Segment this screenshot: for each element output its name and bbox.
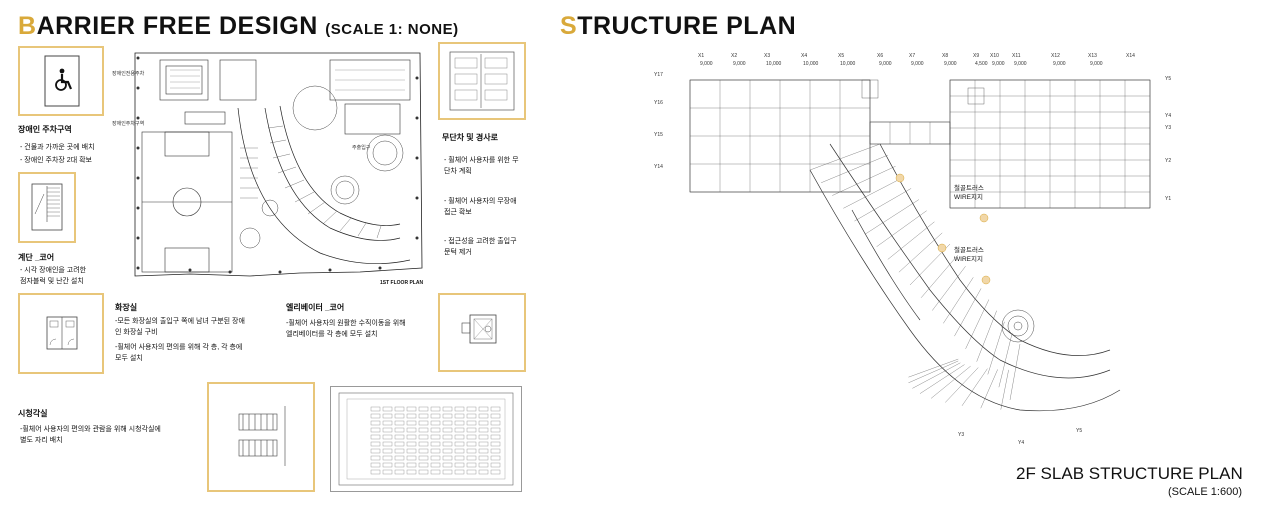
- stair-heading: 계단 _코어: [18, 253, 55, 262]
- arc-label-y4: Y4: [1018, 440, 1025, 446]
- parking-line-2: - 장애인 주차장 2대 확보: [20, 157, 92, 164]
- ramp-line-5: - 접근성을 고려한 출입구: [444, 238, 517, 245]
- plan-tag-entrance: 주출입구: [352, 145, 371, 151]
- elevator-box: [438, 293, 526, 372]
- ramp-diagram: [449, 51, 515, 111]
- col-label-x12: X12: [1051, 53, 1060, 59]
- toilet-box: [18, 293, 104, 374]
- parking-line-1: - 건물과 가까운 곳에 배치: [20, 144, 95, 151]
- arc-label-y3: Y3: [958, 432, 965, 438]
- audience-seating-box: [207, 382, 315, 492]
- col-label-x13: X13: [1088, 53, 1097, 59]
- col-dim-2: 9,000: [733, 61, 746, 67]
- audience-line-2: 별도 자리 배치: [20, 437, 63, 444]
- structure-plan-scale: (SCALE 1:600): [1168, 486, 1242, 498]
- plan-tag-parking: 장애인전용주차: [112, 71, 145, 77]
- col-dim-12: 9,000: [1053, 61, 1066, 67]
- elevator-heading: 엘리베이터 _코어: [286, 303, 345, 312]
- col-label-x6: X6: [877, 53, 884, 59]
- col-label-x3: X3: [764, 53, 771, 59]
- truss-label-2a: 철골트러스: [954, 247, 984, 254]
- col-label-x11: X11: [1012, 53, 1021, 59]
- elevator-line-2: 엘리베이터를 각 층에 모두 설치: [286, 331, 378, 338]
- structure-plan-title: STRUCTURE PLAN: [560, 12, 797, 40]
- col-dim-5: 10,000: [840, 61, 856, 67]
- col-label-x1: X1: [698, 53, 705, 59]
- col-dim-11: 9,000: [1014, 61, 1027, 67]
- col-label-x2: X2: [731, 53, 738, 59]
- barrier-free-scale: (SCALE 1: NONE): [325, 21, 459, 38]
- col-dim-7: 9,000: [911, 61, 924, 67]
- col-label-x9: X9: [973, 53, 980, 59]
- ramp-line-2: 단차 계획: [444, 168, 472, 175]
- ramp-line-1: - 휠체어 사용자를 위한 무: [444, 157, 519, 164]
- structure-slab-drawing: [689, 79, 1151, 412]
- stair-line-1: - 시각 장애인을 고려한: [20, 267, 87, 274]
- col-dim-10: 9,000: [992, 61, 1005, 67]
- first-floor-plan-label: 1ST FLOOR PLAN: [380, 280, 424, 286]
- col-dim-4: 10,000: [803, 61, 819, 67]
- first-floor-plan: [130, 48, 430, 288]
- row-label-y1: Y1: [1165, 196, 1172, 202]
- elevator-diagram: [461, 314, 497, 344]
- ramp-line-6: 문턱 제거: [444, 249, 472, 256]
- first-floor-plan-drawing: [134, 52, 423, 277]
- column-grid-labels: X1 X2 X3 X4 X5 X6 X7 X8 X9 X10 X11 X12 X…: [0, 0, 1275, 67]
- ramp-line-3: - 휠체어 사용자의 무장애: [444, 198, 517, 205]
- parking-heading: 장애인 주차구역: [18, 125, 72, 134]
- row-label-y14: Y14: [654, 164, 663, 170]
- col-label-x10: X10: [990, 53, 999, 59]
- row-label-y17: Y17: [654, 72, 663, 78]
- col-dim-9: 4,500: [975, 61, 988, 67]
- col-dim-8: 9,000: [944, 61, 957, 67]
- col-label-x14: X14: [1126, 53, 1135, 59]
- col-label-x8: X8: [942, 53, 949, 59]
- toilet-line-3: -휠체어 사용자의 편의를 위해 각 층, 각 층에: [115, 344, 243, 351]
- arc-label-y5: Y5: [1076, 428, 1083, 434]
- row-label-y5: Y5: [1165, 76, 1172, 82]
- toilet-line-2: 인 화장실 구비: [115, 329, 158, 336]
- toilet-heading: 화장실: [115, 303, 138, 312]
- stair-line-2: 점자블럭 및 난간 설치: [20, 278, 84, 285]
- stair-core-box: [18, 172, 76, 243]
- row-label-y3: Y3: [1165, 125, 1172, 131]
- ramp-box: [438, 42, 526, 120]
- parking-diagram: [44, 55, 80, 107]
- row-label-y2: Y2: [1165, 158, 1172, 164]
- audience-heading: 시청각실: [18, 409, 48, 418]
- row-label-y15: Y15: [654, 132, 663, 138]
- truss-label-1b: WIRE지지: [954, 194, 983, 201]
- parking-sign-box: [18, 46, 104, 116]
- structure-plan-drawing: [640, 60, 1180, 450]
- barrier-free-title: BARRIER FREE DESIGN (SCALE 1: NONE): [18, 12, 459, 40]
- audience-seating-diagram: [238, 406, 286, 466]
- toilet-line-4: 모두 설치: [115, 355, 143, 362]
- col-dim-1: 9,000: [700, 61, 713, 67]
- truss-label-2b: WIRE지지: [954, 256, 983, 263]
- hall-seat-grid: [338, 392, 514, 486]
- audience-line-1: -휠체어 사용자의 편의와 관람을 위해 시청각실에: [20, 426, 161, 433]
- ramp-heading: 무단차 및 경사로: [442, 133, 498, 142]
- col-dim-13: 9,000: [1090, 61, 1103, 67]
- audience-hall-plan: [330, 386, 522, 492]
- col-label-x5: X5: [838, 53, 845, 59]
- col-label-x7: X7: [909, 53, 916, 59]
- plan-tag-accessible-parking: 장애인주차구역: [112, 121, 145, 127]
- row-label-y16: Y16: [654, 100, 663, 106]
- col-dim-6: 9,000: [879, 61, 892, 67]
- wheelchair-icon: [55, 68, 73, 91]
- toilet-diagram: [46, 316, 78, 350]
- row-label-y4: Y4: [1165, 113, 1172, 119]
- ramp-line-4: 접근 확보: [444, 209, 472, 216]
- col-label-x4: X4: [801, 53, 808, 59]
- toilet-line-1: -모든 화장실의 출입구 쪽에 남녀 구분된 장애: [115, 318, 245, 325]
- truss-label-1a: 철골트러스: [954, 185, 984, 192]
- col-dim-3: 10,000: [766, 61, 782, 67]
- structure-plan-subtitle: 2F SLAB STRUCTURE PLAN: [1016, 464, 1243, 483]
- elevator-line-1: -휠체어 사용자의 원활한 수직이동을 위해: [286, 320, 406, 327]
- stair-diagram: [31, 183, 63, 231]
